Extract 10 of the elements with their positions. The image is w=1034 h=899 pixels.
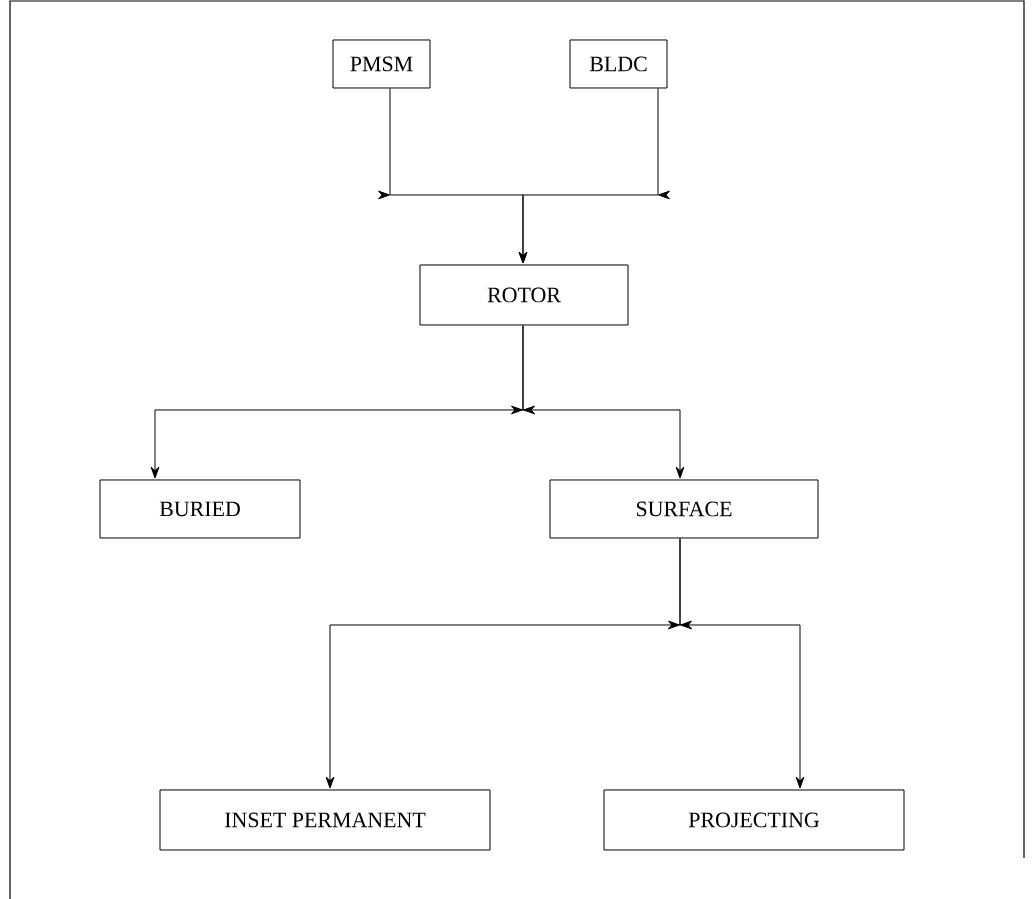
process-box: BURIED — [99, 479, 301, 539]
process-box: PMSM — [332, 39, 431, 89]
process-box: PROJECTING — [603, 789, 905, 851]
process-box: INSET PERMANENT — [159, 789, 491, 851]
process-box: BLDC — [569, 39, 668, 89]
process-box: ROTOR — [419, 264, 629, 326]
process-box: SURFACE — [549, 479, 819, 539]
arrow — [668, 538, 805, 789]
arrow — [518, 88, 670, 264]
arrow — [511, 325, 685, 479]
